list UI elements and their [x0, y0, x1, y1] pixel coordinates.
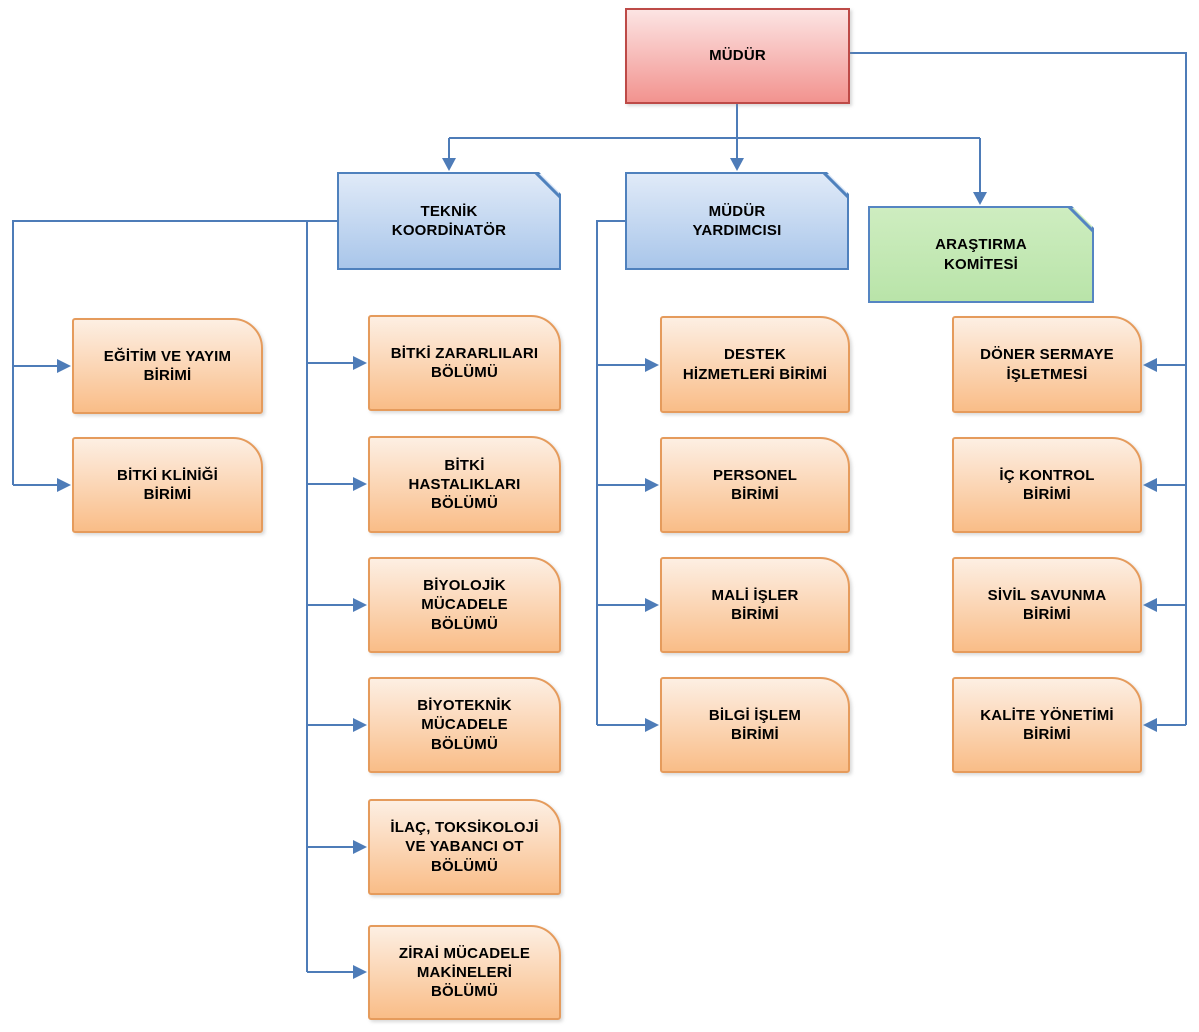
node-biyolojik-mucadele-label: BİYOLOJİK MÜCADELE BÖLÜMÜ [421, 577, 508, 633]
arrowheads-left-column [57, 359, 71, 492]
node-teknik-koordinator: TEKNİK KOORDİNATÖR [337, 172, 561, 270]
node-zirai-mucadele-makineleri: ZİRAİ MÜCADELE MAKİNELERİ BÖLÜMÜ [368, 925, 561, 1020]
node-bitki-klinigi: BİTKİ KLİNİĞİ BİRİMİ [72, 437, 263, 533]
arrowheads-right-column [1143, 358, 1157, 732]
connector-yardimci-trunk [596, 220, 645, 726]
node-zirai-mucadele-makineleri-label: ZİRAİ MÜCADELE MAKİNELERİ BÖLÜMÜ [398, 944, 531, 1001]
node-mudur-yardimcisi: MÜDÜR YARDIMCISI [625, 172, 849, 270]
node-destek-hizmetleri: DESTEK HİZMETLERİ BİRİMİ [660, 316, 850, 413]
node-ic-kontrol: İÇ KONTROL BİRİMİ [952, 437, 1142, 533]
node-teknik-koordinator-label: TEKNİK KOORDİNATÖR [391, 202, 507, 239]
arrowheads-dept-column [353, 356, 367, 979]
node-bitki-klinigi-label: BİTKİ KLİNİĞİ BİRİMİ [117, 466, 218, 503]
node-mudur-label: MÜDÜR [709, 47, 766, 65]
node-biyoteknik-mucadele-label: BİYOTEKNİK MÜCADELE BÖLÜMÜ [417, 697, 512, 753]
node-destek-hizmetleri-label: DESTEK HİZMETLERİ BİRİMİ [682, 346, 828, 383]
connector-mudur-managers [448, 104, 981, 193]
connector-teknik-dept-trunk [306, 221, 353, 973]
connector-mudur-right-trunk [850, 52, 1187, 726]
node-bitki-zararlilari-label: BİTKİ ZARARLILARI BÖLÜMÜ [390, 344, 539, 381]
node-doner-sermaye: DÖNER SERMAYE İŞLETMESİ [952, 316, 1142, 413]
node-sivil-savunma: SİVİL SAVUNMA BİRİMİ [952, 557, 1142, 653]
node-ilac-toksikoloji-label: İLAÇ, TOKSİKOLOJİ VE YABANCI OT BÖLÜMÜ [390, 819, 539, 875]
node-bitki-zararlilari: BİTKİ ZARARLILARI BÖLÜMÜ [368, 315, 561, 411]
node-ic-kontrol-label: İÇ KONTROL BİRİMİ [999, 466, 1095, 503]
node-ilac-toksikoloji: İLAÇ, TOKSİKOLOJİ VE YABANCI OT BÖLÜMÜ [368, 799, 561, 895]
arrowheads-yardimci-column [645, 358, 659, 732]
node-arastirma-komitesi-label: ARAŞTIRMA KOMİTESİ [935, 236, 1027, 273]
node-egitim-ve-yayim-label: EĞİTİM VE YAYIM BİRİMİ [103, 347, 232, 384]
node-mudur: MÜDÜR [625, 8, 850, 104]
node-bilgi-islem: BİLGİ İŞLEM BİRİMİ [660, 677, 850, 773]
node-mali-isler: MALİ İŞLER BİRİMİ [660, 557, 850, 653]
node-bitki-hastaliklari-label: BİTKİ HASTALIKLARI BÖLÜMÜ [408, 456, 521, 513]
node-kalite-yonetimi: KALİTE YÖNETİMİ BİRİMİ [952, 677, 1142, 773]
node-biyoteknik-mucadele: BİYOTEKNİK MÜCADELE BÖLÜMÜ [368, 677, 561, 773]
node-mali-isler-label: MALİ İŞLER BİRİMİ [711, 586, 799, 623]
node-kalite-yonetimi-label: KALİTE YÖNETİMİ BİRİMİ [980, 706, 1114, 743]
connector-teknik-left-trunk [12, 220, 337, 486]
node-personel-label: PERSONEL BİRİMİ [712, 466, 798, 503]
node-bilgi-islem-label: BİLGİ İŞLEM BİRİMİ [708, 706, 802, 743]
node-doner-sermaye-label: DÖNER SERMAYE İŞLETMESİ [980, 346, 1114, 383]
node-sivil-savunma-label: SİVİL SAVUNMA BİRİMİ [987, 586, 1107, 623]
node-personel: PERSONEL BİRİMİ [660, 437, 850, 533]
node-mudur-yardimcisi-label: MÜDÜR YARDIMCISI [692, 202, 782, 239]
node-bitki-hastaliklari: BİTKİ HASTALIKLARI BÖLÜMÜ [368, 436, 561, 533]
node-arastirma-komitesi: ARAŞTIRMA KOMİTESİ [868, 206, 1094, 303]
node-egitim-ve-yayim: EĞİTİM VE YAYIM BİRİMİ [72, 318, 263, 414]
node-biyolojik-mucadele: BİYOLOJİK MÜCADELE BÖLÜMÜ [368, 557, 561, 653]
